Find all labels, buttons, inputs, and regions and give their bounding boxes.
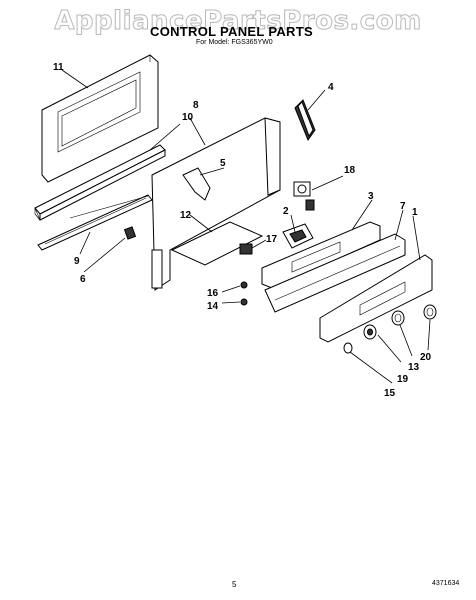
callout-labels: 11 8 10 4 5 18 3 7 1 2 12 17 9 6 16 14 2…: [53, 62, 432, 399]
part-13-knob: [391, 310, 405, 326]
callout-6: 6: [80, 274, 86, 285]
part-1-front-console: [319, 254, 433, 343]
part-19-knob: [363, 324, 377, 340]
callout-11: 11: [53, 62, 64, 73]
callout-16: 16: [207, 288, 219, 299]
callout-7: 7: [400, 201, 406, 212]
part-18-switch: [293, 181, 315, 211]
callout-3: 3: [368, 191, 374, 202]
part-14-screw: [240, 298, 248, 306]
part-9-trim-strip: [37, 194, 153, 251]
callout-2: 2: [283, 206, 289, 217]
callout-13: 13: [408, 362, 420, 373]
part-17-switch: [239, 243, 253, 255]
callout-9: 9: [74, 256, 80, 267]
callout-14: 14: [207, 301, 219, 312]
callout-4: 4: [328, 82, 334, 93]
callout-1: 1: [412, 207, 418, 218]
part-7-frame: [264, 233, 406, 313]
callout-19: 19: [397, 374, 409, 385]
callout-15: 15: [384, 388, 396, 399]
callout-18: 18: [344, 165, 356, 176]
part-15-small-knob: [343, 342, 353, 354]
callout-17: 17: [266, 234, 278, 245]
watermark: AppliancePartsPros.com: [54, 6, 422, 37]
model-subtitle: For Model: FGS365YW0: [196, 39, 273, 46]
part-6-clip: [123, 226, 137, 240]
callout-8: 8: [193, 100, 199, 111]
callout-12: 12: [180, 210, 192, 221]
callout-5: 5: [220, 158, 226, 169]
leader-lines: [61, 69, 431, 384]
document-number: 4371634: [432, 580, 460, 587]
part-8-control-panel-back: [151, 117, 281, 291]
part-4-end-cap: [294, 99, 316, 142]
page-title: CONTROL PANEL PARTS: [150, 24, 313, 39]
part-5-bracket: [182, 167, 211, 201]
part-16-spring: [240, 281, 248, 289]
part-10-rail: [34, 144, 166, 221]
callout-10: 10: [182, 112, 194, 123]
page-number: 5: [232, 580, 237, 589]
part-11-window-panel: [41, 54, 159, 183]
part-20-knob: [423, 304, 437, 320]
callout-20: 20: [420, 352, 432, 363]
part-2-control-module: [282, 223, 314, 249]
